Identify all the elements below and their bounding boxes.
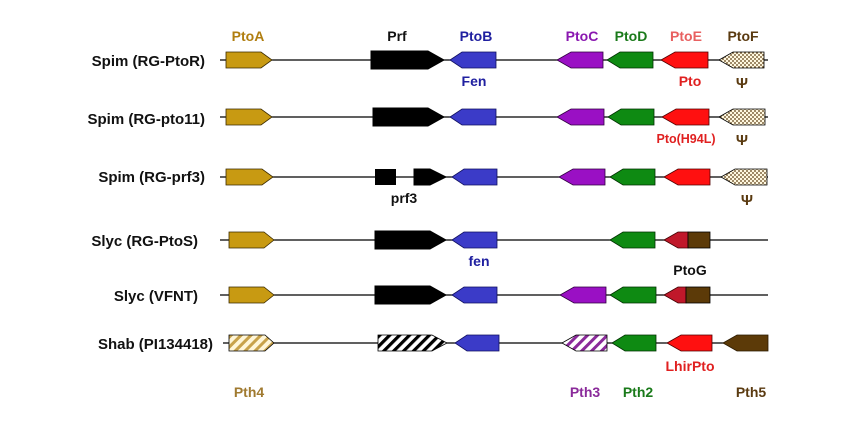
gene-prf-hatched: [377, 334, 448, 352]
row-shab-pi134418: LhirPto: [223, 334, 769, 374]
annotation-fen: Fen: [462, 73, 487, 89]
annotation-lhirpto: LhirPto: [666, 358, 715, 374]
top-label-ptoa: PtoA: [232, 28, 265, 44]
gene-ptof: [720, 168, 768, 186]
gene-ptog-tail: [687, 231, 711, 249]
gene-ptoa: [225, 51, 273, 69]
annotation-pto-h94l: Pto(H94L): [656, 132, 715, 146]
gene-ptoc: [558, 168, 606, 186]
gene-prf: [374, 230, 448, 250]
annotation-psi: Ψ: [741, 192, 753, 209]
gene-ptob: [451, 231, 498, 249]
gene-ptof: [718, 51, 765, 69]
annotation-fen: fen: [469, 253, 490, 269]
top-label-ptod: PtoD: [615, 28, 648, 44]
bottom-label-pth4: Pth4: [234, 384, 265, 400]
gene-ptob: [449, 51, 497, 69]
gene-ptob: [449, 108, 497, 126]
gene-pth5: [722, 334, 769, 352]
row-spim-rg-prf3: prf3 Ψ: [220, 168, 768, 209]
row-label: Slyc (RG-PtoS): [91, 233, 198, 250]
gene-ptoc: [556, 108, 605, 126]
gene-ptoe: [660, 51, 709, 69]
top-label-ptob: PtoB: [460, 28, 493, 44]
bottom-labels: Pth4 Pth3 Pth2 Pth5: [234, 384, 767, 400]
gene-ptoc: [556, 51, 604, 69]
gene-ptof: [718, 108, 766, 126]
annotation-ptog: PtoG: [673, 262, 707, 278]
gene-ptod: [607, 108, 655, 126]
gene-ptog-kinase: [663, 231, 689, 249]
row-label: Spim (RG-pto11): [87, 111, 205, 128]
gene-ptoe: [663, 168, 711, 186]
gene-ptob: [451, 286, 498, 304]
gene-ptoa: [225, 168, 274, 186]
annotation-psi: Ψ: [736, 132, 748, 149]
gene-ptog-kinase: [663, 286, 687, 304]
gene-ptob: [454, 334, 500, 352]
row-label: Shab (PI134418): [98, 336, 213, 353]
gene-ptog-tail: [685, 286, 711, 304]
gene-pth4: [228, 334, 275, 352]
gene-pth3: [561, 334, 608, 352]
row-slyc-rg-ptos: fen PtoG: [220, 230, 768, 278]
row-label: Spim (RG-prf3): [98, 169, 205, 186]
gene-ptoa: [228, 286, 275, 304]
bottom-label-pth2: Pth2: [623, 384, 654, 400]
gene-ptoa: [225, 108, 273, 126]
row-spim-rg-pto11: Pto(H94L) Ψ: [220, 107, 768, 149]
gene-ptob: [451, 168, 498, 186]
gene-prf-fragment-right: [413, 168, 448, 186]
bottom-label-pth5: Pth5: [736, 384, 767, 400]
gene-ptod: [609, 231, 656, 249]
gene-ptod: [611, 334, 657, 352]
gene-prf: [372, 107, 446, 127]
gene-prf: [374, 285, 448, 305]
gene-ptod: [606, 51, 654, 69]
gene-prf: [370, 50, 446, 70]
annotation-pto: Pto: [679, 73, 702, 89]
row-labels: Spim (RG-PtoR) Spim (RG-pto11) Spim (RG-…: [87, 53, 213, 353]
row-label: Slyc (VFNT): [114, 288, 198, 305]
top-label-ptoe: PtoE: [670, 28, 702, 44]
gene-ptoa: [228, 231, 275, 249]
row-spim-rg-ptor: Fen Pto Ψ: [220, 50, 768, 92]
annotation-psi: Ψ: [736, 75, 748, 92]
top-label-ptof: PtoF: [727, 28, 759, 44]
row-slyc-vfnt: [220, 285, 768, 305]
top-label-prf: Prf: [387, 28, 407, 44]
gene-ptod: [609, 168, 656, 186]
top-labels: PtoA Prf PtoB PtoC PtoD PtoE PtoF: [232, 28, 759, 44]
top-label-ptoc: PtoC: [566, 28, 599, 44]
gene-ptoe: [666, 334, 713, 352]
gene-prf-fragment-left: [375, 169, 396, 185]
gene-ptoe: [661, 108, 710, 126]
annotation-prf3: prf3: [391, 190, 418, 206]
row-label: Spim (RG-PtoR): [92, 53, 205, 70]
gene-ptod: [609, 286, 657, 304]
bottom-label-pth3: Pth3: [570, 384, 601, 400]
gene-ptoc: [559, 286, 607, 304]
